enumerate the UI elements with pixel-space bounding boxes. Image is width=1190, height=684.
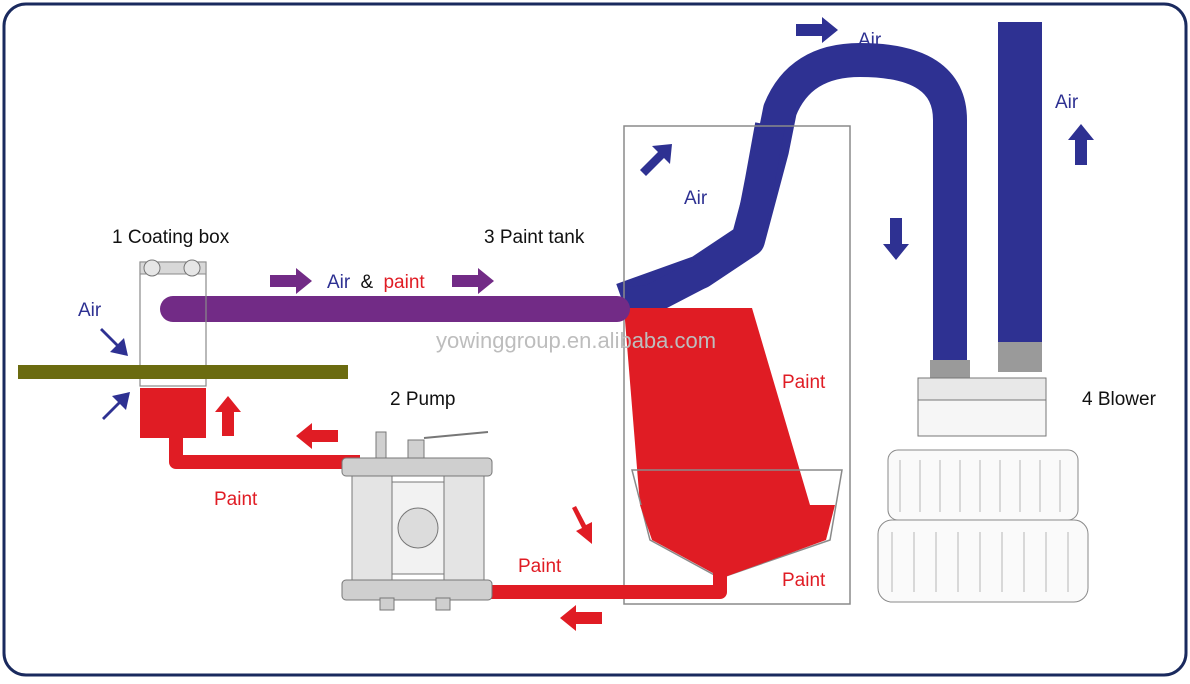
label-ampersand: & <box>361 272 374 293</box>
arrow-up-icon <box>1068 124 1094 165</box>
air-paint-pipe <box>160 296 630 322</box>
watermark: yowinggroup.en.alibaba.com <box>436 328 716 353</box>
paint-basin-outline <box>631 469 843 579</box>
arrow-down-icon <box>656 388 676 424</box>
label-air-tank: Air <box>684 188 708 209</box>
arrow-down-icon <box>572 506 592 544</box>
arrow-down-icon <box>883 218 909 260</box>
paint-return-line-bottom <box>480 560 727 599</box>
label-paint-left: Paint <box>214 489 258 510</box>
label-paint-tank-right: Paint <box>782 372 826 393</box>
arrow-left-icon <box>296 423 338 449</box>
arrow-left-icon <box>560 605 602 631</box>
label-paint-tank: 3 Paint tank <box>484 227 585 248</box>
coating-box-paint-chamber <box>140 388 206 438</box>
arrow-up-icon <box>215 396 241 436</box>
blower-inlet-collar <box>930 360 970 380</box>
blower <box>877 377 1089 603</box>
paint-tank-outline <box>623 125 851 605</box>
paint-tank-red-shaft <box>624 308 810 505</box>
label-air-top: Air <box>858 30 882 51</box>
paint-basin-fill <box>640 505 835 578</box>
blue-air-duct <box>616 43 967 378</box>
label-paint-word: paint <box>383 272 425 293</box>
arrow-down-right-icon <box>100 328 128 356</box>
blower-exhaust-collar <box>998 342 1042 372</box>
coating-box-knob-right <box>183 259 201 277</box>
label-blower: 4 Blower <box>1082 389 1157 410</box>
label-air-and-paint: Air & paint <box>327 272 425 293</box>
workpiece-board <box>18 365 348 379</box>
label-paint-return: Paint <box>518 556 562 577</box>
coating-box-knob-left <box>143 259 161 277</box>
blue-air-duct-inner <box>620 122 785 317</box>
label-paint-tank-bottom: Paint <box>782 570 826 591</box>
pump <box>341 431 493 611</box>
blower-exhaust-duct <box>998 22 1042 342</box>
label-air-word: Air <box>327 272 351 293</box>
label-pump: 2 Pump <box>390 389 455 410</box>
arrow-right-icon <box>452 268 494 294</box>
arrow-right-icon <box>796 17 838 43</box>
paint-return-line-left <box>169 438 360 469</box>
label-coating-box: 1 Coating box <box>112 227 230 248</box>
arrow-right-icon <box>270 268 312 294</box>
arrow-up-right-icon <box>102 392 130 420</box>
arrow-up-right-icon <box>640 144 672 176</box>
label-air-left: Air <box>78 300 102 321</box>
label-air-right: Air <box>1055 92 1079 113</box>
